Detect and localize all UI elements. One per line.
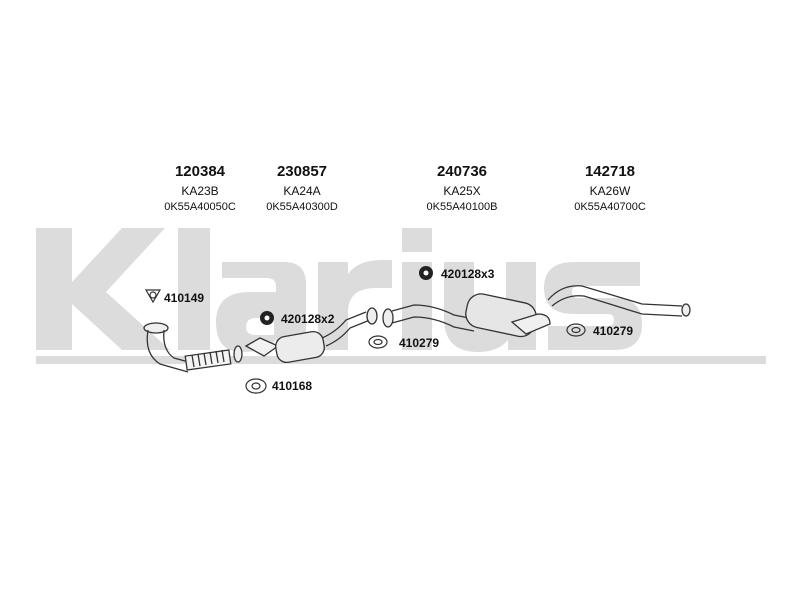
- part-header: 120384 KA23B 0K55A40050C: [130, 163, 270, 215]
- ring-gasket-icon: [245, 378, 267, 394]
- fitting-label-gasket-rear: 410279: [593, 324, 634, 338]
- catalytic-converter-230857: [244, 307, 378, 364]
- centre-silencer-240736: [382, 293, 551, 338]
- rubber-mount-icon: [260, 311, 274, 325]
- fitting-label-gasket-mid: 410279: [399, 336, 440, 350]
- front-pipe-120384: [143, 322, 243, 373]
- fitting-label-mount-a: 420128x2: [281, 312, 335, 326]
- oem-number: 0K55A40050C: [164, 201, 236, 213]
- part-code: KA23B: [181, 184, 219, 198]
- triangular-gasket-icon: [144, 289, 162, 304]
- part-number: 142718: [584, 163, 636, 180]
- part-code: KA24A: [283, 184, 321, 198]
- part-header: 230857 KA24A 0K55A40300D: [232, 163, 372, 215]
- rubber-mount-icon: [419, 266, 433, 280]
- part-code: KA26W: [589, 184, 631, 198]
- rear-silencer-142718: [547, 285, 691, 317]
- part-number: 120384: [174, 163, 226, 180]
- fitting-label-mount-b: 420128x3: [441, 267, 495, 281]
- ring-gasket-icon: [566, 323, 586, 337]
- oem-number: 0K55A40700C: [574, 201, 646, 213]
- part-code: KA25X: [443, 184, 481, 198]
- fitting-label-gasket-lower: 410168: [272, 379, 313, 393]
- part-number: 230857: [276, 163, 328, 180]
- oem-number: 0K55A40300D: [266, 201, 338, 213]
- part-number: 240736: [436, 163, 488, 180]
- fitting-label-gasket-front: 410149: [164, 291, 205, 305]
- part-header: 142718 KA26W 0K55A40700C: [540, 163, 680, 215]
- oem-number: 0K55A40100B: [426, 201, 498, 213]
- part-header: 240736 KA25X 0K55A40100B: [392, 163, 532, 215]
- ring-gasket-icon: [368, 335, 388, 349]
